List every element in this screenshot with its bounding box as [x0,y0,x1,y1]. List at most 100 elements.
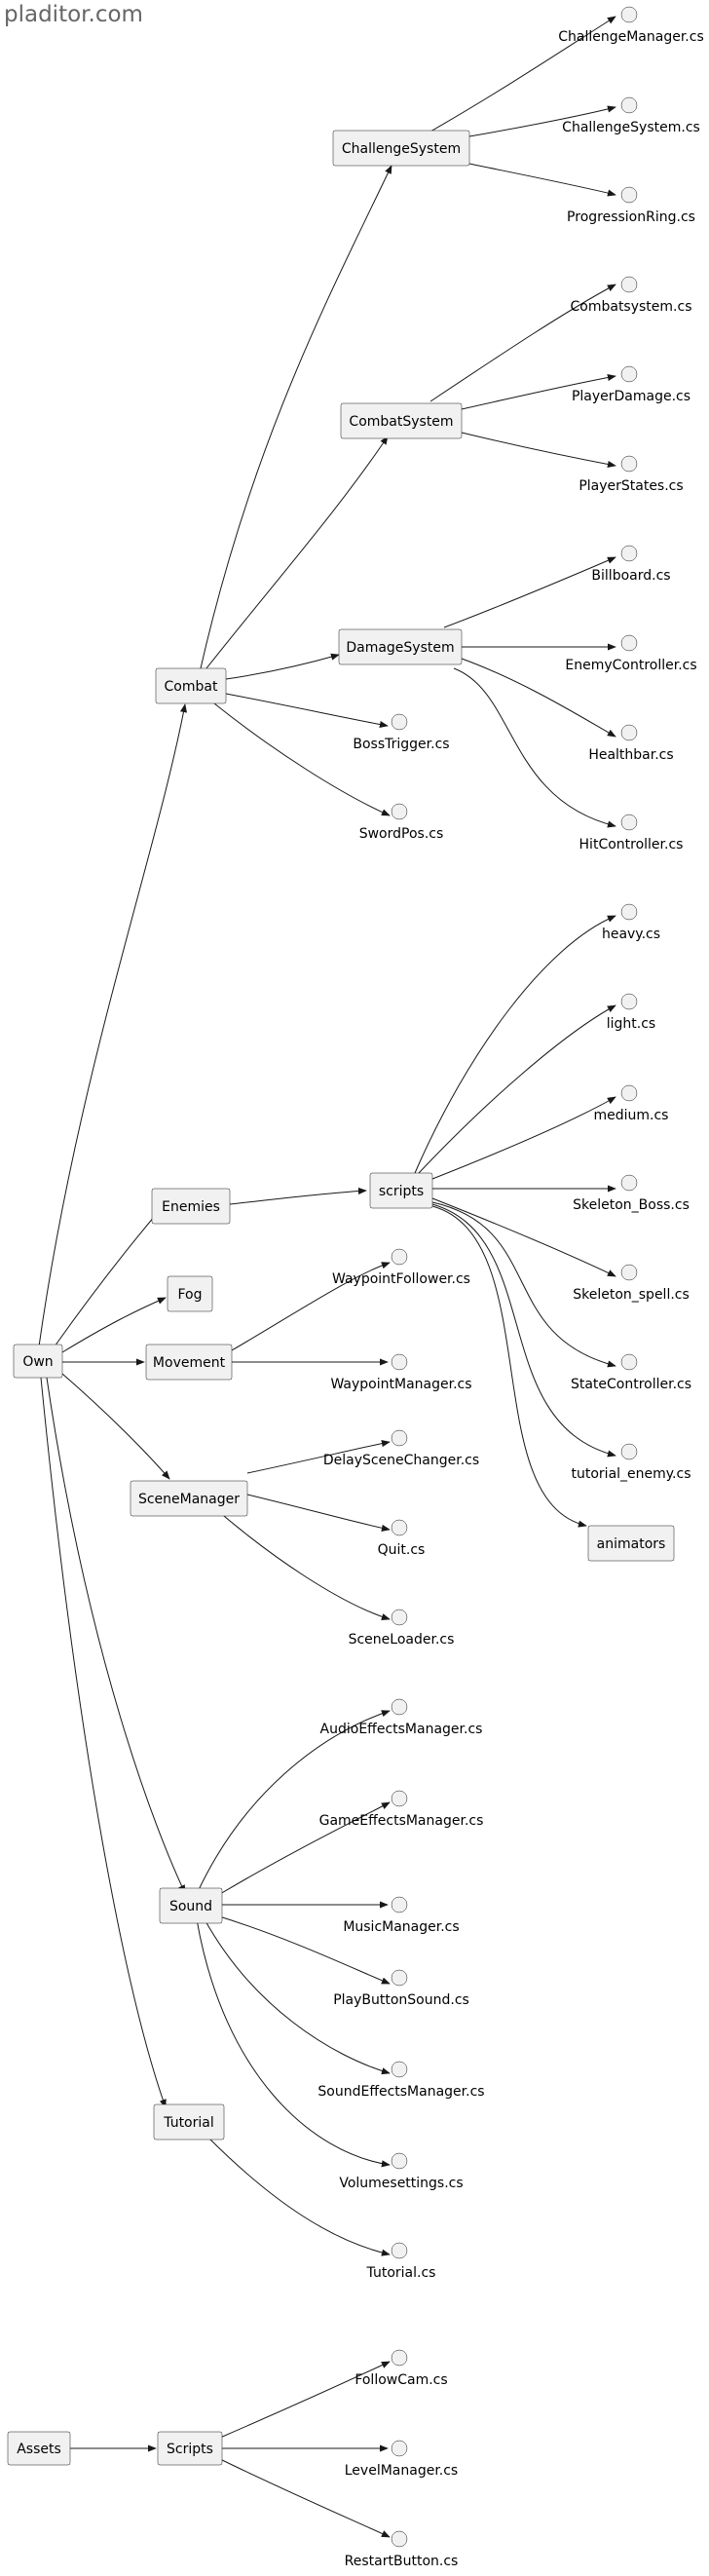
folder-movement-label: Movement [153,1355,226,1371]
folder-sound[interactable]: Sound [159,1887,223,1924]
file-musicmanager[interactable]: MusicManager.cs [343,1896,460,1935]
file-healthbar[interactable]: Healthbar.cs [588,724,674,763]
folder-assets[interactable]: Assets [7,2431,71,2466]
file-enemycontroller[interactable]: EnemyController.cs [565,634,697,673]
file-challengemanager-label: ChallengeManager.cs [558,29,704,45]
file-light[interactable]: light.cs [607,993,655,1032]
watermark: pladitor.com [4,2,143,27]
folder-sound-label: Sound [169,1899,212,1914]
file-audioeffectsmanager[interactable]: AudioEffectsManager.cs [320,1698,483,1737]
file-levelmanager-label: LevelManager.cs [345,2463,458,2479]
folder-scenemanager[interactable]: SceneManager [130,1480,248,1517]
edge-own-combat [38,703,188,1347]
file-swordpos[interactable]: SwordPos.cs [359,803,444,842]
folder-combat-label: Combat [165,679,218,695]
file-medium-label: medium.cs [594,1108,669,1123]
folder-scripts-enemy[interactable]: scripts [369,1172,433,1209]
file-combatsystem-cs[interactable]: Combatsystem.cs [571,276,692,315]
file-waypointfollower[interactable]: WaypointFollower.cs [332,1248,470,1287]
folder-combatsystem[interactable]: CombatSystem [340,402,463,439]
edge-movement-waypointfollower [231,1262,391,1351]
edge-combat-swordpos [213,702,391,816]
file-levelmanager[interactable]: LevelManager.cs [345,2440,458,2479]
folder-tutorial-label: Tutorial [163,2115,213,2131]
file-challengesystem-cs[interactable]: ChallengeSystem.cs [562,96,700,135]
folder-scripts-label: Scripts [167,2442,213,2457]
folder-animators-label: animators [597,1536,666,1552]
folder-damagesystem[interactable]: DamageSystem [338,628,463,665]
edge-sound-gameeffects [219,1801,391,1895]
edge-sound-audioeffects [196,1710,391,1895]
edge-scripts-animators [431,1205,587,1528]
file-delayscenechanger[interactable]: DelaySceneChanger.cs [323,1429,479,1468]
file-billboard[interactable]: Billboard.cs [591,545,671,584]
folder-fog[interactable]: Fog [167,1275,213,1312]
file-bosstrigger[interactable]: BossTrigger.cs [353,713,450,752]
file-waypointmanager[interactable]: WaypointManager.cs [330,1353,472,1392]
file-heavy-label: heavy.cs [602,927,660,942]
file-restartbutton[interactable]: RestartButton.cs [345,2530,459,2569]
file-gameeffectsmanager[interactable]: GameEffectsManager.cs [319,1790,484,1829]
folder-animators[interactable]: animators [587,1525,675,1562]
file-playbuttonsound[interactable]: PlayButtonSound.cs [333,1969,469,2008]
file-volumesettings[interactable]: Volumesettings.cs [339,2152,464,2191]
file-skeleton-spell-label: Skeleton_spell.cs [573,1287,690,1303]
file-followcam[interactable]: FollowCam.cs [354,2349,448,2388]
file-medium[interactable]: medium.cs [594,1084,669,1123]
file-healthbar-label: Healthbar.cs [588,747,673,763]
edge-scripts-statecontroller [431,1201,616,1368]
edge-scripts-medium [431,1096,616,1180]
edge-cbs-playerstates [461,432,616,469]
file-progressionring[interactable]: ProgressionRing.cs [567,186,695,225]
edges [38,16,616,2538]
file-musicmanager-label: MusicManager.cs [343,1919,459,1935]
folder-assets-label: Assets [17,2442,61,2457]
file-delayscenechanger-label: DelaySceneChanger.cs [323,1453,479,1468]
file-light-label: light.cs [607,1016,655,1032]
edge-combat-combatsystem [205,436,389,669]
folder-scripts[interactable]: Scripts [157,2431,223,2466]
file-challengemanager[interactable]: ChallengeManager.cs [558,6,704,45]
folder-movement[interactable]: Movement [145,1344,233,1381]
file-skeleton-boss[interactable]: Skeleton_Boss.cs [573,1174,690,1213]
file-quit[interactable]: Quit.cs [378,1519,426,1558]
folder-tutorial[interactable]: Tutorial [153,2103,225,2140]
edge-scripts-heavy [414,915,616,1174]
edge-own-fog [61,1297,167,1353]
edge-cs-progressionring [468,163,616,197]
edge-cbs-playerdamage [461,373,616,410]
folder-own[interactable]: Own [13,1344,63,1379]
folder-challengesystem[interactable]: ChallengeSystem [332,130,470,167]
edge-cs-challengesystemcs [468,105,616,137]
edge-sound-volumesettings [196,1918,391,2168]
file-tutorial-cs[interactable]: Tutorial.cs [366,2242,436,2281]
file-playerstates[interactable]: PlayerStates.cs [578,455,684,494]
file-audioeffectsmanager-label: AudioEffectsManager.cs [320,1722,483,1737]
file-sceneloader[interactable]: SceneLoader.cs [349,1609,455,1648]
folder-enemies[interactable]: Enemies [151,1188,231,1225]
edge-ds-hitcontroller [453,667,616,828]
folder-combat[interactable]: Combat [155,667,227,704]
edge-scripts-skeletonspell [431,1197,616,1277]
file-challengesystem-cs-label: ChallengeSystem.cs [562,120,700,135]
file-tutorial-enemy[interactable]: tutorial_enemy.cs [572,1443,691,1482]
edge-sm-quit [246,1494,391,1532]
folder-combatsystem-label: CombatSystem [349,414,453,430]
edge-cbs-combatsystemcs [429,284,616,402]
file-statecontroller-label: StateController.cs [571,1377,691,1392]
folder-scripts-enemy-label: scripts [379,1184,424,1199]
edge-scripts-tutorialenemy [431,1203,616,1458]
edge-combat-bosstrigger [225,693,389,729]
file-enemycontroller-label: EnemyController.cs [565,658,696,673]
file-playerdamage[interactable]: PlayerDamage.cs [572,365,690,404]
file-bosstrigger-label: BossTrigger.cs [353,737,449,752]
edge-own-scenemanager [61,1373,170,1480]
file-swordpos-label: SwordPos.cs [359,826,444,842]
edge-scripts-followcam [219,2361,391,2439]
file-heavy[interactable]: heavy.cs [602,903,660,942]
file-hitcontroller[interactable]: HitController.cs [579,814,684,852]
file-skeleton-spell[interactable]: Skeleton_spell.cs [573,1264,690,1303]
file-soundeffectsmanager[interactable]: SoundEffectsManager.cs [317,2061,485,2100]
file-statecontroller[interactable]: StateController.cs [571,1353,691,1392]
